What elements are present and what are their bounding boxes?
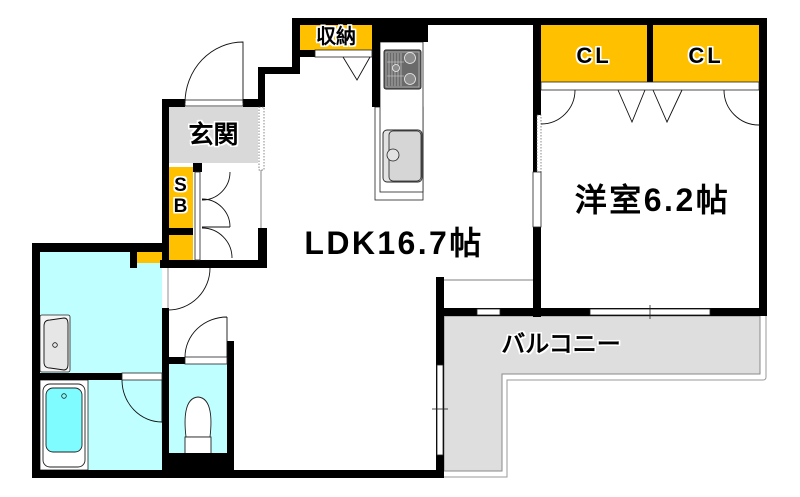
wall-toilet-top (168, 357, 185, 364)
kitchen-sink-icon (382, 129, 423, 183)
wall-bottom (32, 470, 444, 478)
closet-2-area (653, 25, 759, 82)
closet-door-track (540, 81, 760, 91)
partition-opening (532, 171, 542, 228)
window-small (476, 308, 501, 316)
stove-icon (383, 49, 422, 90)
storage-area (300, 25, 372, 50)
closet-folding-door-1 (617, 89, 646, 124)
wall-entrance-left (162, 99, 169, 268)
washroom-shelf (137, 252, 162, 263)
wall-partition-lower (533, 227, 541, 317)
closet-folding-door-2 (652, 89, 683, 124)
wall-corridor-top (160, 260, 267, 268)
western-room-label: 洋室6.2帖 (574, 182, 731, 218)
wall-step-vertical (258, 67, 265, 107)
wall-toilet-right (227, 341, 234, 478)
wall-entrance-top-left (162, 99, 185, 107)
entrance-floor (169, 107, 258, 163)
shoe-box-folding-door (201, 171, 233, 259)
shoe-box-door-frame (194, 171, 201, 261)
wall-washroom-right-lower (162, 308, 169, 478)
entrance-door-frame (184, 99, 244, 107)
washroom-pillar (130, 252, 137, 268)
wall-bath-top (32, 243, 169, 252)
wall-bath-left (32, 243, 40, 478)
door-swings (121, 41, 760, 423)
entrance-corner-post (193, 163, 202, 172)
washroom-door-swing (167, 267, 211, 311)
shoe-box-lower (168, 235, 193, 260)
toilet-door-swing (184, 316, 228, 358)
toilet-icon (184, 396, 212, 455)
wall-step-horizontal (258, 67, 300, 74)
shoe-box-divider (168, 228, 193, 235)
shoe-box-upper (168, 167, 193, 228)
storage-door-frame (314, 49, 373, 58)
toilet-bottom-block (169, 453, 234, 478)
wall-wash-bath-divider (40, 373, 122, 380)
wall-storage-corner (300, 50, 315, 57)
partition-sliding-door (536, 114, 542, 173)
wall-top (292, 18, 767, 25)
shoe-box-label-s: S (174, 175, 187, 196)
balcony-label: バルコニー (501, 331, 621, 358)
closet-right-door-swing (723, 89, 760, 126)
wall-partition-upper (533, 18, 541, 115)
wall-entrance-top-right (243, 99, 265, 107)
wall-partition-mid (533, 115, 537, 172)
kitchen-wall-left (372, 42, 380, 107)
window-ldk (436, 364, 444, 456)
kitchen-counter (374, 41, 424, 201)
entrance-door-swing (184, 41, 244, 104)
wall-washroom-right-upper (162, 243, 169, 267)
storage-door-swing (342, 56, 371, 81)
entrance-sliding-door (258, 106, 265, 171)
bath-door-swing (121, 379, 163, 423)
closet-1-label: CL (576, 43, 612, 68)
entrance-label: 玄関 (188, 121, 239, 149)
openings (121, 49, 760, 456)
closet-left-door-swing (540, 89, 576, 125)
toilet-door-frame (184, 356, 228, 365)
closet-2-label: CL (688, 43, 724, 68)
wall-bedroom-right (759, 18, 767, 316)
bath-door-frame (121, 372, 163, 381)
wall-closet-right (258, 228, 267, 268)
storage-label: 収納 (316, 26, 356, 48)
closet-1-area (541, 25, 647, 82)
ldk-label: LDK16.7帖 (304, 225, 484, 261)
shoe-box-label-b: B (173, 196, 188, 217)
wall-storage-left (292, 18, 300, 74)
washbasin-icon (39, 314, 71, 373)
kitchen-wall-block (372, 18, 428, 42)
balcony-railing (444, 316, 767, 478)
closet-divider (647, 25, 653, 90)
bathtub-icon (39, 379, 89, 471)
